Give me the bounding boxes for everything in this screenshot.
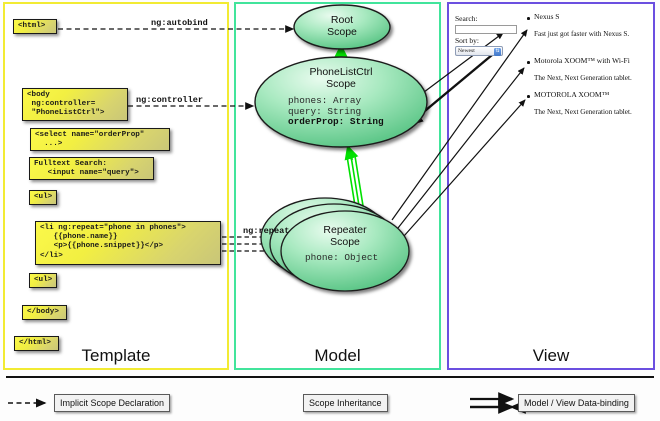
column-model: Model — [234, 2, 441, 370]
search-input[interactable] — [455, 25, 517, 34]
list-bullet — [527, 17, 530, 20]
arrow-binding-phone-3 — [403, 99, 526, 237]
code-html-close-tag: </html> — [14, 336, 59, 351]
phone-name: Motorola XOOM™ with Wi-Fi — [534, 56, 630, 65]
code-ul-close-tag: <ul> — [29, 273, 57, 288]
arrow-inheritance-phonelistctrl — [344, 144, 365, 213]
sort-label: Sort by: — [455, 36, 479, 45]
sort-select-value: Newest — [458, 48, 475, 54]
column-title-model: Model — [314, 346, 361, 365]
code-ul-open-tag: <ul> — [29, 190, 57, 205]
phone-name: Nexus S — [534, 12, 560, 21]
code-fulltext-search: Fulltext Search: <input name="query"> — [29, 157, 154, 180]
edge-label-ng-controller: ng:controller — [136, 95, 204, 105]
ellipse-root-scope — [293, 4, 391, 50]
legend-implicit-scope-declaration: Implicit Scope Declaration — [54, 394, 171, 412]
legend-model-view-data-binding: Model / View Data-binding — [518, 394, 635, 412]
code-body-open-tag: <body ng:controller= "PhoneListCtrl"> — [22, 88, 128, 121]
arrow-binding-phone-1 — [391, 29, 528, 221]
list-bullet — [527, 61, 530, 64]
phone-snippet: The Next, Next Generation tablet. — [534, 74, 632, 82]
legend-divider — [6, 376, 654, 378]
phone-snippet: The Next, Next Generation tablet. — [534, 108, 632, 116]
ellipse-phonelistctrl-scope — [254, 56, 428, 148]
column-title-view: View — [532, 346, 570, 365]
legend-scope-inheritance-box: Scope Inheritance — [303, 394, 388, 412]
code-html-open-tag: <html> — [13, 19, 57, 34]
phone-snippet: Fast just got faster with Nexus S. — [534, 30, 630, 38]
column-title-template: Template — [81, 346, 151, 365]
code-body-close-tag: </body> — [22, 305, 67, 320]
code-select-tag: <select name="orderProp" ...> — [30, 128, 170, 151]
search-label: Search: — [455, 14, 478, 23]
ellipse-repeater-scope-stack — [260, 197, 410, 292]
chevron-updown-icon: ⇅ — [494, 48, 501, 56]
sort-select[interactable]: Newest ⇅ — [455, 46, 503, 56]
list-bullet — [527, 95, 530, 98]
arrow-binding-phone-2 — [397, 67, 525, 229]
edge-label-ng-repeat: ng:repeat — [243, 226, 290, 236]
phone-name: MOTOROLA XOOM™ — [534, 90, 610, 99]
edge-label-ng-autobind: ng:autobind — [151, 18, 208, 28]
code-li-repeat: <li ng:repeat="phone in phones"> {{phone… — [35, 221, 221, 265]
